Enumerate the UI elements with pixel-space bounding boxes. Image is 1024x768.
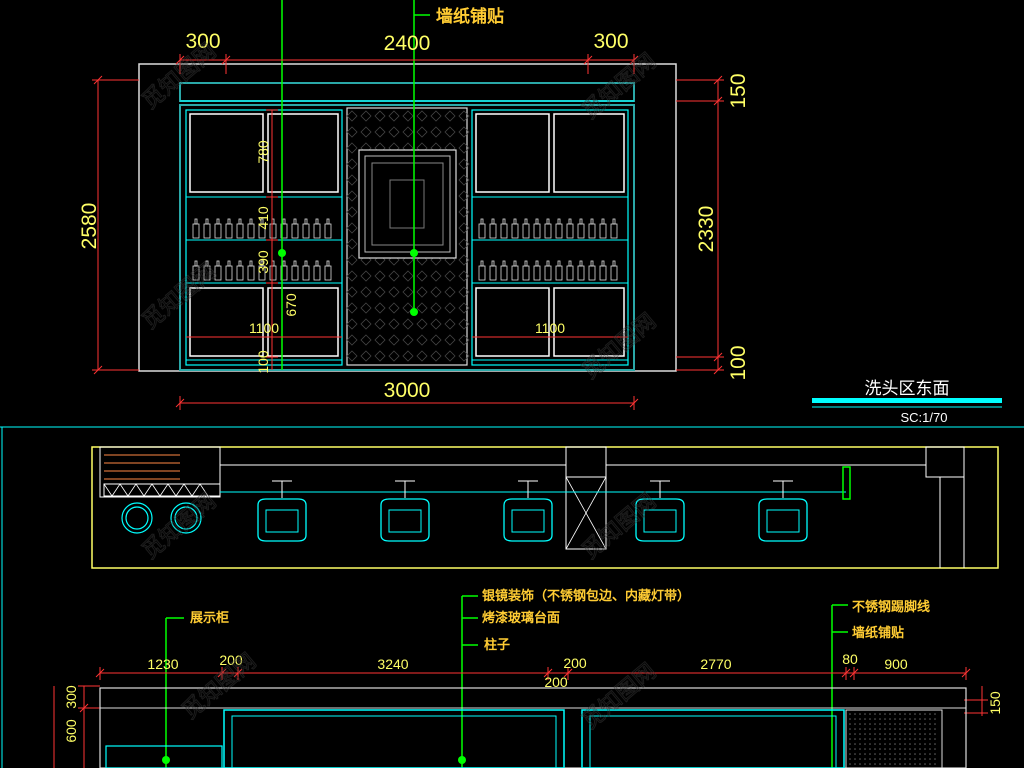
dim-right-bottom: 100: [727, 345, 750, 380]
west-elevation-partial: 展示柜 银镜装饰（不锈钢包边、内藏灯带） 烤漆玻璃台面 柱子 不锈钢踢脚线 墙纸…: [53, 588, 1003, 768]
tv-frame: [358, 149, 457, 259]
dim-bottom-200a: 200: [219, 652, 243, 668]
dim-bottom-80: 80: [842, 651, 858, 667]
dim-right-mid: 2330: [695, 206, 718, 253]
dim-bottom-3240: 3240: [377, 656, 408, 672]
dim-inner-100: 100: [255, 350, 271, 374]
display-cabinet-elev: [105, 745, 223, 768]
dim-inner-390: 390: [255, 250, 271, 274]
dim-inner-780: 780: [255, 140, 271, 164]
dim-bottom-200-mid: 200: [544, 674, 568, 690]
label-mirror: 银镜装饰（不锈钢包边、内藏灯带）: [482, 588, 690, 604]
plan-view: [91, 446, 999, 569]
dim-bottom-left-300: 300: [63, 685, 79, 709]
drawing-title: 洗头区东面: [865, 379, 950, 399]
column-plan: [565, 446, 607, 478]
dim-left-height: 2580: [78, 203, 101, 250]
label-steel-skirting: 不锈钢踢脚线: [852, 599, 930, 615]
dim-inner-670: 670: [283, 293, 299, 317]
dim-bottom-right-150: 150: [987, 691, 1003, 715]
cornice: [179, 82, 635, 102]
wallpaper-panel: [845, 709, 943, 768]
drawing-scale: SC:1/70: [901, 410, 948, 425]
plan-outline: [91, 446, 999, 569]
wash-basins: [121, 502, 202, 534]
label-wallpaper-bottom: 墙纸铺贴: [852, 625, 904, 641]
svg-text:觅知图网: 觅知图网: [578, 309, 661, 385]
dim-top-left: 300: [185, 30, 220, 53]
label-glass-top: 烤漆玻璃台面: [482, 610, 560, 626]
dim-right-top: 150: [727, 73, 750, 108]
mirror-right: [581, 709, 845, 768]
dim-top-right: 300: [593, 30, 628, 53]
left-cabinet: [185, 109, 343, 366]
center-panel: [346, 107, 470, 366]
dim-bottom-900: 900: [884, 656, 908, 672]
right-cabinet: [471, 109, 629, 366]
mirror-left: [223, 709, 565, 768]
dim-cabinet-left: 1100: [249, 320, 279, 336]
dim-bottom-1230: 1230: [147, 656, 178, 672]
label-column: 柱子: [484, 637, 510, 653]
dim-bottom-left-600: 600: [63, 719, 79, 743]
cabinet-frame: [179, 104, 635, 371]
dim-inner-410: 410: [255, 206, 271, 230]
label-display-cabinet: 展示柜: [190, 610, 229, 626]
dim-total-width: 3000: [384, 379, 431, 402]
bottle-row-decor: [192, 218, 618, 281]
chairs-plan: [257, 480, 808, 542]
dim-top-center: 2400: [384, 32, 431, 55]
svg-text:觅知图网: 觅知图网: [138, 489, 221, 565]
dim-bottom-2770: 2770: [700, 656, 731, 672]
label-wallpaper: 墙纸铺贴: [436, 6, 504, 27]
title-underline: [812, 398, 1002, 403]
dim-bottom-200b: 200: [563, 655, 587, 671]
svg-text:觅知图网: 觅知图网: [138, 39, 221, 115]
dim-cabinet-right: 1100: [535, 320, 565, 336]
svg-text:觅知图网: 觅知图网: [578, 659, 661, 735]
svg-text:觅知图网: 觅知图网: [578, 489, 661, 565]
east-elevation: 墙纸铺贴 300 2400 300 3000: [78, 0, 1002, 425]
